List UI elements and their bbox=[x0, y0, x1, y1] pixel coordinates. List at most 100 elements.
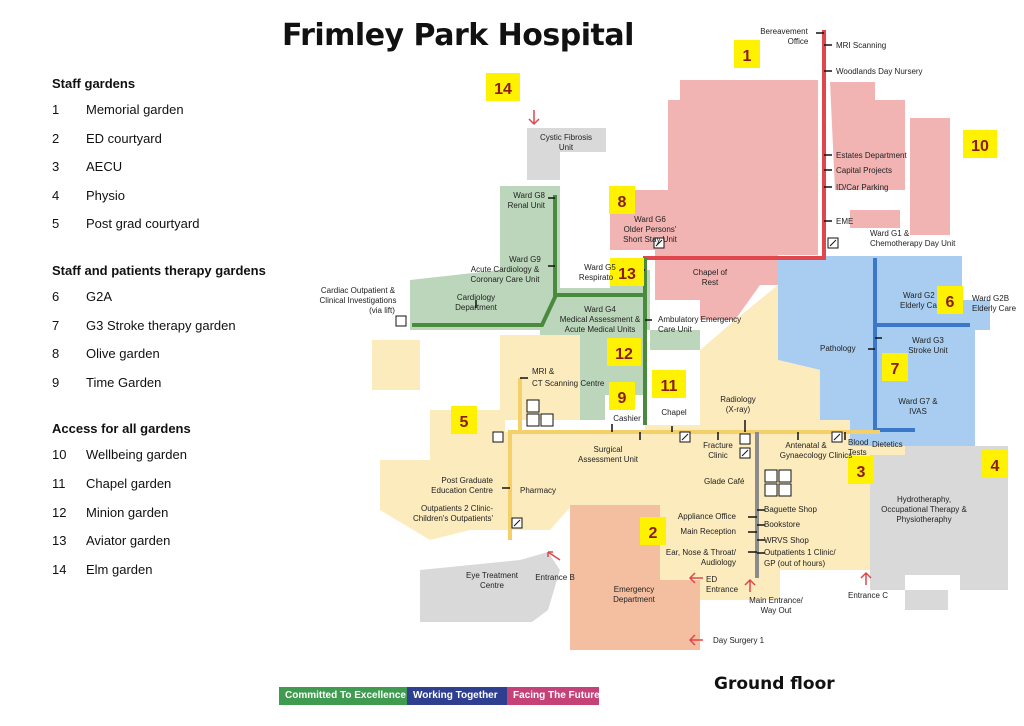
svg-text:Main Entrance/: Main Entrance/ bbox=[749, 596, 804, 605]
lift-icon bbox=[492, 431, 504, 443]
svg-text:Tests: Tests bbox=[848, 448, 867, 457]
svg-text:Eye Treatment: Eye Treatment bbox=[466, 571, 519, 580]
svg-text:Chapel of: Chapel of bbox=[693, 268, 728, 277]
lift-icon bbox=[831, 431, 843, 443]
svg-text:Medical Assessment &: Medical Assessment & bbox=[560, 315, 641, 324]
arrow-icon bbox=[547, 551, 561, 561]
arrow-icon bbox=[688, 634, 703, 646]
svg-text:Assessment Unit: Assessment Unit bbox=[578, 455, 639, 464]
garden-marker-4: 4 bbox=[982, 450, 1008, 478]
garden-marker-13: 13 bbox=[610, 258, 644, 286]
svg-text:13: 13 bbox=[618, 266, 636, 283]
svg-text:Ward G2B: Ward G2B bbox=[972, 294, 1009, 303]
svg-text:Main Reception: Main Reception bbox=[680, 527, 736, 536]
svg-text:Hydrotheraphy,: Hydrotheraphy, bbox=[897, 495, 951, 504]
svg-text:Acute Cardiology &: Acute Cardiology & bbox=[471, 265, 540, 274]
floor-label: Ground floor bbox=[714, 674, 835, 694]
svg-text:Children's Outpatients': Children's Outpatients' bbox=[413, 514, 493, 523]
svg-text:WRVS Shop: WRVS Shop bbox=[764, 536, 809, 545]
svg-text:(X-ray): (X-ray) bbox=[726, 405, 751, 414]
svg-text:Glade Café: Glade Café bbox=[704, 477, 745, 486]
svg-text:Elderly Ca: Elderly Ca bbox=[900, 301, 937, 310]
svg-text:EME: EME bbox=[836, 217, 853, 226]
garden-marker-6: 6 bbox=[937, 286, 963, 314]
svg-text:Department: Department bbox=[613, 595, 656, 604]
svg-text:Clinical Investigations: Clinical Investigations bbox=[320, 296, 397, 305]
svg-text:Bereavement: Bereavement bbox=[760, 27, 808, 36]
svg-text:Outpatients 1 Clinic/: Outpatients 1 Clinic/ bbox=[764, 548, 836, 557]
svg-text:IVAS: IVAS bbox=[909, 407, 927, 416]
svg-text:ID/Car Parking: ID/Car Parking bbox=[836, 183, 888, 192]
svg-text:Cystic Fibrosis: Cystic Fibrosis bbox=[540, 133, 592, 142]
svg-text:Ward G2: Ward G2 bbox=[903, 291, 935, 300]
footer-banner: Committed To Excellence Working Together… bbox=[279, 687, 600, 705]
garden-markers: 1 2 3 4 5 6 7 8 9 10 11 12 13 14 bbox=[451, 40, 1008, 545]
svg-text:1: 1 bbox=[743, 48, 752, 65]
svg-text:Physiotheraphy: Physiotheraphy bbox=[896, 515, 951, 524]
svg-text:Entrance C: Entrance C bbox=[848, 591, 888, 600]
garden-marker-8: 8 bbox=[609, 186, 635, 214]
svg-text:Capital Projects: Capital Projects bbox=[836, 166, 892, 175]
svg-text:Renal Unit: Renal Unit bbox=[508, 201, 546, 210]
svg-text:Post Graduate: Post Graduate bbox=[441, 476, 493, 485]
svg-text:Care Unit: Care Unit bbox=[658, 325, 693, 334]
garden-marker-5: 5 bbox=[451, 406, 477, 434]
svg-text:Bookstore: Bookstore bbox=[764, 520, 801, 529]
svg-text:Outpatients 2 Clinic-: Outpatients 2 Clinic- bbox=[421, 504, 493, 513]
svg-text:Elderly Care: Elderly Care bbox=[972, 304, 1017, 313]
svg-text:Acute Medical Units: Acute Medical Units bbox=[565, 325, 636, 334]
svg-text:ED: ED bbox=[706, 575, 717, 584]
entrance-arrows bbox=[528, 110, 872, 646]
svg-text:6: 6 bbox=[946, 294, 955, 311]
footer-segment: Facing The Future bbox=[507, 687, 600, 705]
svg-text:Ward G4: Ward G4 bbox=[584, 305, 616, 314]
svg-text:Office: Office bbox=[788, 37, 809, 46]
svg-text:Education Centre: Education Centre bbox=[431, 486, 493, 495]
svg-text:Ward G6: Ward G6 bbox=[634, 215, 666, 224]
svg-text:Coronary Care Unit: Coronary Care Unit bbox=[471, 275, 541, 284]
svg-text:Gynaecology Clinics: Gynaecology Clinics bbox=[780, 451, 852, 460]
route-green bbox=[412, 195, 647, 425]
svg-text:Day Surgery 1: Day Surgery 1 bbox=[713, 636, 765, 645]
svg-text:Baguette Shop: Baguette Shop bbox=[764, 505, 817, 514]
svg-text:GP (out of hours): GP (out of hours) bbox=[764, 559, 826, 568]
svg-text:Clinic: Clinic bbox=[708, 451, 728, 460]
page-title: Frimley Park Hospital bbox=[282, 18, 634, 53]
svg-text:Centre: Centre bbox=[480, 581, 505, 590]
svg-text:MRI Scanning: MRI Scanning bbox=[836, 41, 886, 50]
garden-marker-1: 1 bbox=[734, 40, 760, 68]
svg-text:2: 2 bbox=[649, 525, 658, 542]
svg-text:Stroke Unit: Stroke Unit bbox=[908, 346, 948, 355]
garden-marker-10: 10 bbox=[963, 130, 997, 158]
svg-text:Way Out: Way Out bbox=[761, 606, 793, 615]
svg-text:12: 12 bbox=[615, 346, 633, 363]
lift-icon bbox=[739, 433, 751, 445]
svg-text:Older Persons': Older Persons' bbox=[624, 225, 677, 234]
arrow-icon bbox=[528, 110, 540, 126]
facility-icons bbox=[395, 237, 843, 529]
lift-icon bbox=[739, 447, 751, 459]
svg-text:Occupational Therapy &: Occupational Therapy & bbox=[881, 505, 967, 514]
svg-text:Estates Department: Estates Department bbox=[836, 151, 907, 160]
svg-text:Surgical: Surgical bbox=[594, 445, 623, 454]
footer-segment: Working Together bbox=[407, 687, 507, 705]
zone-salmon bbox=[570, 505, 700, 650]
svg-text:Pharmacy: Pharmacy bbox=[520, 486, 556, 495]
garden-marker-14: 14 bbox=[486, 73, 520, 101]
svg-text:Ward G8: Ward G8 bbox=[513, 191, 545, 200]
arrow-icon bbox=[744, 578, 756, 592]
svg-text:3: 3 bbox=[857, 464, 866, 481]
place-labels: Bereavement Office MRI Scanning Woodland… bbox=[320, 27, 1017, 645]
svg-text:CT Scanning Centre: CT Scanning Centre bbox=[532, 379, 605, 388]
